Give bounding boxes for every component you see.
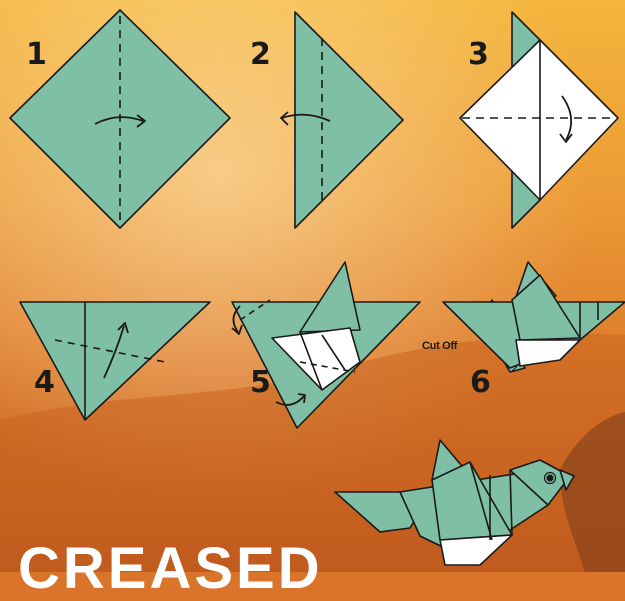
step-5-number: 5: [250, 368, 271, 398]
origami-instruction-diagram: [0, 0, 625, 572]
step-2-number: 2: [250, 40, 271, 70]
step-6-number: 6: [470, 368, 491, 398]
bird-eye: [547, 475, 554, 482]
step-4-number: 4: [34, 368, 55, 398]
step-3-number: 3: [468, 40, 489, 70]
cut-off-label: Cut Off: [422, 340, 457, 352]
page-title: CREASED: [18, 540, 323, 598]
step-1-number: 1: [26, 40, 47, 70]
